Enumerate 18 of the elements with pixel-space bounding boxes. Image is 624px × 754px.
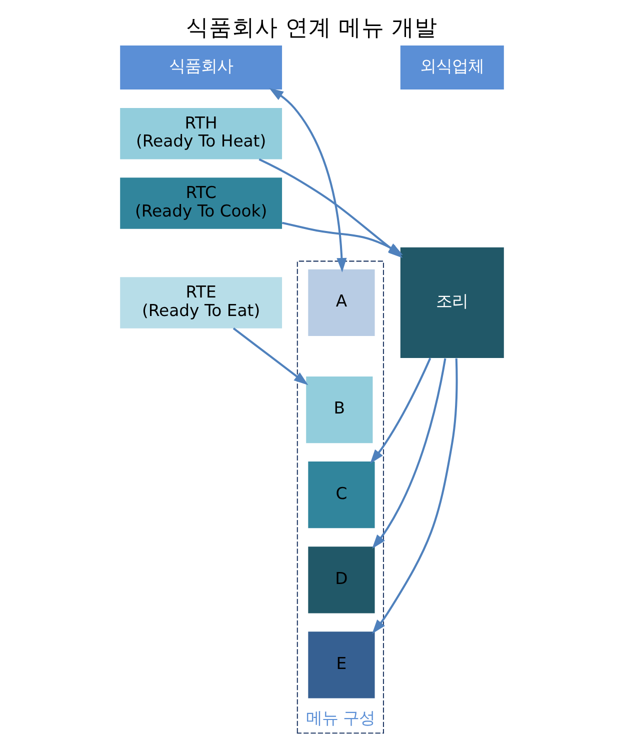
node-box: 외식업체: [400, 45, 504, 90]
node-box: 식품회사: [120, 45, 282, 90]
node-box: RTC (Ready To Cook): [120, 178, 282, 229]
arrow: [370, 358, 432, 464]
node-box: 조리: [400, 247, 504, 358]
node-box: D: [308, 546, 375, 614]
node-box: B: [306, 376, 373, 444]
arrow: [372, 358, 446, 549]
node-box: RTE (Ready To Eat): [120, 277, 282, 328]
node-box: C: [308, 462, 375, 528]
arrow: [269, 88, 347, 272]
node-box: RTH (Ready To Heat): [120, 108, 282, 160]
arrow: [232, 328, 308, 386]
arrow: [372, 358, 458, 634]
node-box: A: [308, 269, 375, 336]
node-box: E: [308, 632, 375, 698]
diagram-title: 식품회사 연계 메뉴 개발: [186, 14, 438, 41]
arrow: [282, 222, 403, 256]
